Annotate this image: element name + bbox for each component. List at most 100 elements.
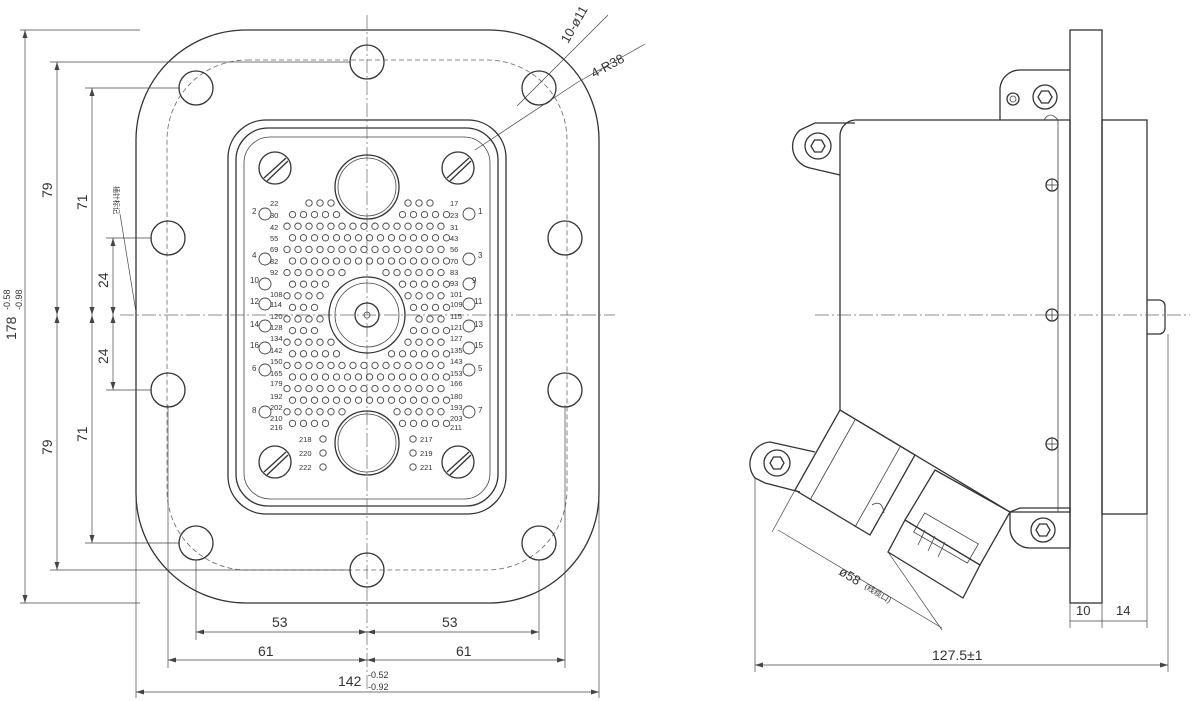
center-coax-mid — [334, 282, 400, 348]
contact-pin — [442, 280, 451, 288]
contact-pin — [431, 350, 440, 358]
svg-text:217: 217 — [420, 435, 433, 444]
contact-pin — [316, 384, 324, 393]
contact-labels-right-small: 1 3 9 11 13 15 5 7 — [472, 207, 483, 415]
contact-pin — [431, 396, 440, 404]
contact-pin — [371, 245, 379, 254]
contact-pin — [437, 315, 445, 323]
svg-text:-0.92: -0.92 — [368, 682, 389, 692]
contact-pin — [316, 222, 324, 230]
contact-pin — [338, 222, 346, 230]
cable-outlet — [794, 409, 1011, 599]
bracket-top — [999, 69, 1070, 110]
contact-pin — [288, 280, 297, 288]
contact-pin — [442, 396, 451, 404]
svg-text:220: 220 — [299, 449, 312, 458]
dim-127-5: 127.5±1 — [754, 334, 1169, 672]
contact-pin — [321, 234, 330, 242]
contact-label: 179 — [270, 379, 283, 388]
contact-pin — [404, 384, 412, 393]
contact-pin — [420, 280, 429, 288]
contact-label: 142 — [270, 346, 283, 355]
svg-text:219: 219 — [420, 449, 433, 458]
contact-pin — [338, 384, 346, 393]
contact-pin — [442, 419, 451, 428]
contact-pin — [442, 326, 451, 335]
svg-text:6: 6 — [252, 364, 257, 373]
contact-pin — [426, 338, 434, 346]
contact-pin — [442, 234, 451, 242]
contact-pin — [371, 361, 379, 370]
flange-outline — [135, 29, 600, 604]
contact-pin — [332, 350, 341, 358]
contact-pin — [409, 234, 418, 242]
contact-pin — [420, 373, 429, 381]
contact-pin — [437, 361, 445, 370]
contact-pin — [327, 408, 335, 416]
contact-pin — [387, 396, 396, 404]
contact-pin — [387, 373, 396, 381]
contact-pin — [299, 419, 308, 428]
contact-pin — [283, 408, 291, 416]
svg-text:178: 178 — [3, 316, 19, 340]
contact-pin — [294, 384, 302, 393]
contact-pin — [327, 268, 335, 277]
svg-text:11: 11 — [474, 297, 483, 306]
contact-pin — [343, 234, 352, 242]
pin-marker-note: 插针标记 — [112, 186, 137, 313]
contact-pin — [321, 280, 330, 288]
svg-text:插针标记: 插针标记 — [112, 186, 121, 214]
contact-pin — [283, 292, 291, 300]
contact-pin — [376, 234, 385, 242]
contact-pin — [398, 373, 407, 381]
contact-label: 69 — [270, 245, 278, 254]
contact-label: 150 — [270, 357, 283, 366]
contact-pin — [343, 257, 352, 265]
contact-pin — [404, 408, 412, 416]
contact-pin — [299, 280, 308, 288]
contact-pin — [426, 361, 434, 370]
svg-text:24: 24 — [95, 272, 111, 288]
contact-pin — [371, 384, 379, 393]
center-coax-inner — [354, 302, 380, 328]
contact-label: 42 — [270, 223, 278, 232]
contact-pin — [371, 222, 379, 230]
contact-pin — [437, 408, 445, 416]
contact-pin — [442, 257, 451, 265]
flange-hole — [178, 525, 214, 561]
bracket-bottom-left — [749, 441, 816, 493]
dim-diameter-58: ø58 (线缆口) — [771, 489, 943, 631]
contact-pin — [310, 257, 319, 265]
svg-text:14: 14 — [1116, 603, 1130, 618]
large-cavity-bottom-inner — [337, 413, 397, 473]
contact-pin — [431, 373, 440, 381]
contact-pin — [431, 326, 440, 335]
svg-text:221: 221 — [420, 463, 433, 472]
svg-text:218: 218 — [299, 435, 312, 444]
contact-pin — [415, 338, 423, 346]
contact-pin — [305, 408, 313, 416]
large-cavity-top — [334, 154, 400, 220]
contact-label: 55 — [270, 234, 278, 243]
contact-pin — [316, 315, 324, 323]
contact-pin — [310, 303, 319, 312]
contact-pin — [354, 396, 363, 404]
contact-label: 43 — [450, 234, 458, 243]
svg-text:61: 61 — [456, 643, 472, 659]
contact-pin — [288, 257, 297, 265]
svg-text:71: 71 — [74, 426, 90, 442]
contact-pin — [305, 384, 313, 393]
contact-pin — [404, 222, 412, 230]
contact-pin — [310, 326, 319, 335]
dim-178: 178 -0.58 -0.98 — [2, 29, 140, 604]
contact-pin — [398, 210, 407, 219]
contact-pin — [294, 361, 302, 370]
contact-pin — [332, 373, 341, 381]
contact-labels-left-rows: 2230425569829210811412012813414215016517… — [270, 199, 283, 432]
contact-label: 192 — [270, 392, 283, 401]
svg-text:-0.52: -0.52 — [368, 670, 389, 680]
svg-text:10: 10 — [250, 276, 259, 285]
contact-pin — [376, 373, 385, 381]
contact-pin — [288, 234, 297, 242]
